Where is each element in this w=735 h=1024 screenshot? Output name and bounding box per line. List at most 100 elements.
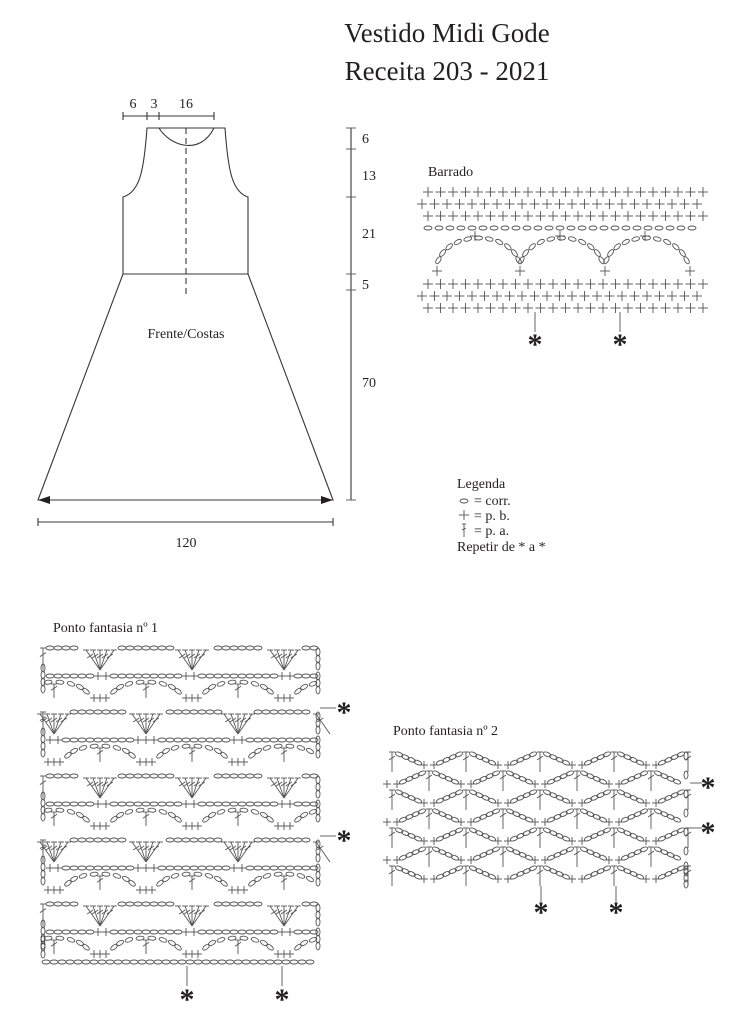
stitch-stroke [177,905,193,927]
chain-stitch [315,718,321,728]
stitch-stroke [50,813,58,819]
double-crochet-stitch [228,713,239,735]
stitch-stroke [40,845,48,851]
chain-stitch [253,747,262,755]
chain-stitch [133,645,143,651]
chain-stitch [205,737,215,743]
chain-stitch [553,775,562,782]
chain-stitch [616,865,626,872]
chain-stitch [260,683,269,691]
double-crochet-stitch [536,827,544,848]
chain-stitch [620,778,630,785]
single-crochet-stitch [240,886,248,894]
chain-stitch [149,929,159,935]
stitch-stroke [285,781,293,787]
stitch-stroke [239,845,247,851]
single-crochet-stitch [568,875,576,883]
stitch-stroke [610,869,618,875]
double-crochet-stitch [283,905,294,927]
single-crochet-stitch [494,837,502,845]
chain-stitch [229,801,239,807]
chain-stitch [522,792,531,799]
chain-stitch [315,789,321,799]
stitch-stroke [39,713,55,735]
stitch-stroke [177,649,193,671]
chain-stitch [69,837,79,843]
chain-stitch [277,865,287,871]
stitch-stroke [283,649,299,671]
chain-stitch [491,846,501,853]
double-crochet-stitch [425,846,433,867]
chain-stitch [261,737,271,743]
chain-stitch [308,937,318,943]
stitch-stroke [96,909,104,915]
stitch-stroke [178,781,186,787]
chain-stitch [78,745,88,751]
chain-stitch [125,645,135,651]
chain-stitch [657,797,667,804]
chain-stitch [253,837,263,843]
chain-stitch [448,830,457,837]
chain-stitch [306,747,315,755]
single-crochet-stitch [648,187,658,197]
chain-stitch [435,256,442,265]
repeat-asterisk: * [613,328,628,361]
chain-stitch [405,851,414,858]
stitch-stroke [647,774,655,780]
double-crochet-stitch [39,711,47,734]
chain-stitch [229,773,239,779]
chain-stitch [417,808,427,815]
double-crochet-stitch [283,649,301,671]
chain-stitch [260,811,269,819]
stitch-stroke [230,841,239,863]
chain-stitch [61,801,71,807]
legend-chain: = corr. [474,494,511,509]
chain-stitch [472,854,482,861]
stitch-stroke [138,713,147,735]
chain-stitch [559,811,568,818]
chain-stitch [555,225,565,231]
chain-stitch [269,837,279,843]
chain-stitch [315,934,321,944]
chain-stitch [260,939,269,947]
chain-stitch [69,645,79,651]
chain-stitch [413,797,423,804]
chain-stitch [444,813,453,820]
single-crochet-stitch [698,279,708,289]
double-crochet-stitch [462,751,470,772]
chain-stitch [128,751,136,759]
stitch-stroke [191,777,200,799]
chain-stitch [253,801,263,807]
chain-stitch [110,815,118,823]
chain-stitch [265,959,275,965]
chain-stitch [168,811,177,819]
chain-stitch [69,901,79,907]
chain-stitch [229,901,239,907]
chain-stitch [315,782,321,792]
stitch-stroke [177,777,193,799]
chain-stitch [262,873,272,879]
chain-stitch [153,959,163,965]
stitch-stroke [142,717,150,723]
chain-stitch [189,837,199,843]
single-crochet-stitch [54,736,62,744]
double-crochet-stitch [647,846,655,867]
single-crochet-stitch [560,303,571,313]
chain-stitch [445,243,453,251]
legend: Legenda = corr. = p. b. = p. a. Repetir … [457,477,546,555]
double-crochet-stitch [313,841,331,863]
chain-stitch [117,929,127,935]
chain-stitch [596,868,605,875]
stitch-stroke [237,841,253,863]
stitch-stroke [234,717,242,723]
dim-neck-side: 3 [151,97,158,112]
chain-stitch [125,773,135,779]
repeat-asterisk: * [180,983,195,1016]
single-crochet-stitch [629,291,640,301]
chain-stitch [281,959,291,965]
chain-stitch [165,709,175,715]
chain-stitch [101,865,111,871]
chain-stitch [61,737,71,743]
chain-stitch [40,942,46,952]
chain-stitch [398,778,408,785]
